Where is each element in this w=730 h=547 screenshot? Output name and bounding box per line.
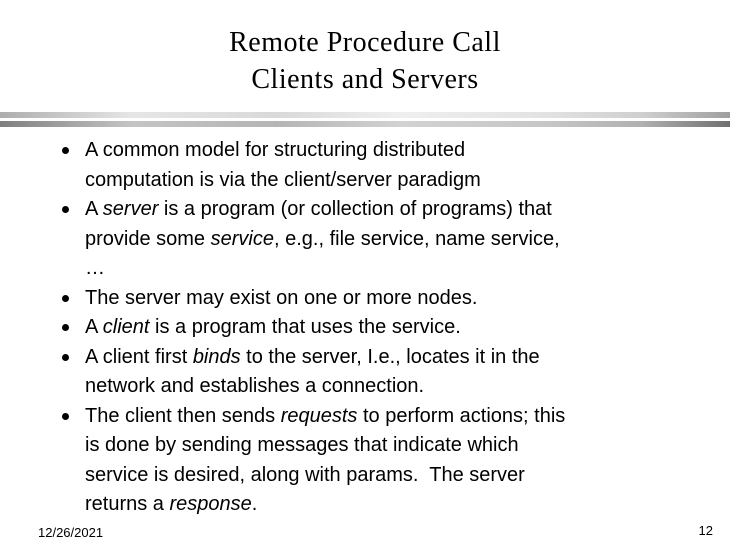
bullet-line: A client first binds to the server, I.e.… [85,343,700,373]
title-separator-light [0,112,730,118]
bullet-dot-icon [62,206,69,213]
text-run: server [102,198,159,220]
text-run: binds [192,345,241,368]
bullet-dot-icon [62,353,69,361]
bullet-dot-icon [62,294,69,302]
text-run: A common model for structuring distribut… [85,139,466,161]
text-run: response [169,493,252,515]
text-run: requests [280,404,358,427]
title-separator-dark [0,121,730,127]
text-run: is a program that uses the service. [149,316,461,338]
text-run: provide some [85,227,211,250]
bullet-line: A server is a program (or collection of … [85,195,700,225]
bullet-item: A server is a program (or collection of … [60,195,700,284]
text-run: to the server, I.e., locates it in the [240,345,540,368]
footer-page-number: 12 [698,523,713,538]
bullet-line: … [85,254,700,284]
bullet-item: The server may exist on one or more node… [60,284,700,314]
text-run: A client first [85,345,193,368]
text-run: A [85,198,103,220]
bullet-item: A common model for structuring distribut… [60,136,700,195]
text-run: . [251,493,258,515]
slide-title-line1: Remote Procedure Call [229,27,501,58]
bullet-line: service is desired, along with params. T… [85,461,700,491]
bullet-line: The server may exist on one or more node… [85,284,700,314]
bullet-item: A client first binds to the server, I.e.… [60,343,700,402]
bullet-line: A client is a program that uses the serv… [85,313,700,343]
text-run: … [85,257,105,279]
text-run: The client then sends [85,404,281,427]
bullet-item: The client then sends requests to perfor… [60,402,700,520]
bullet-item: A client is a program that uses the serv… [60,313,700,343]
bullet-line: The client then sends requests to perfor… [85,402,700,432]
slide-title: Remote Procedure Call Clients and Server… [0,24,730,98]
text-run: is a program (or collection of programs)… [158,198,552,220]
text-run: client [102,316,150,338]
slide-title-line2: Clients and Servers [251,64,479,95]
bullet-line: network and establishes a connection. [85,372,700,402]
footer-date: 12/26/2021 [38,525,104,540]
bullet-dot-icon [62,324,69,331]
text-run: service [210,227,274,250]
bullet-dot-icon [62,147,69,154]
text-run: returns a [85,493,170,515]
bullet-line: is done by sending messages that indicat… [85,431,700,461]
text-run: is done by sending messages that indicat… [85,434,519,456]
text-run: , e.g., file service, name service, [273,227,560,250]
text-run: computation is via the client/server par… [85,168,481,191]
bullet-dot-icon [62,412,69,420]
bullet-list: A common model for structuring distribut… [60,136,700,520]
text-run: The server may exist on one or more node… [85,286,478,309]
bullet-line: A common model for structuring distribut… [85,136,700,166]
bullet-line: provide some service, e.g., file service… [85,225,700,255]
text-run: network and establishes a connection. [85,375,425,397]
bullet-line: computation is via the client/server par… [85,166,700,196]
text-run: A [85,316,103,338]
bullet-line: returns a response. [85,490,700,520]
text-run: service is desired, along with params. T… [85,463,525,486]
text-run: to perform actions; this [357,404,566,427]
